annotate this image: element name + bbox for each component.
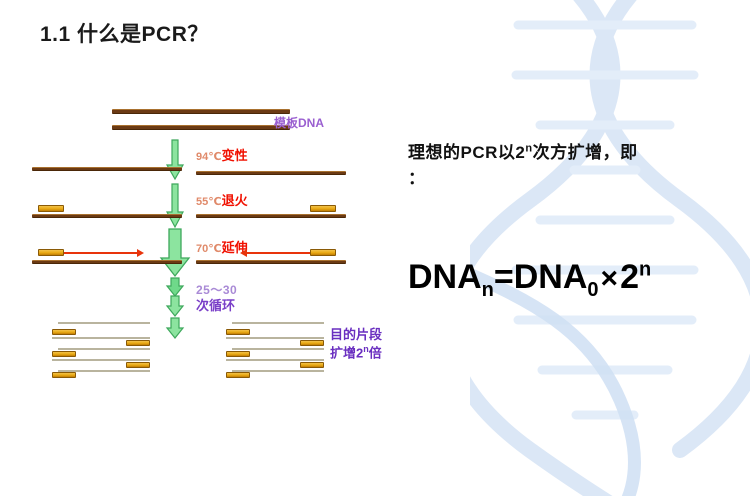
cycle-count-value: 25～30 (196, 283, 238, 297)
product-strand (232, 322, 324, 324)
product-strand (226, 337, 324, 339)
cycle-arrow-repeat-3-icon (165, 317, 185, 339)
cycle-count-word: 次循环 (196, 298, 236, 314)
formula-rhs: DNA (513, 258, 588, 296)
product-strand (52, 359, 150, 361)
step-temp-anneal: 55℃ (196, 196, 222, 208)
pcr-cycle-diagram: 模板DNA 94℃变性 55℃退火 70℃延伸 (0, 95, 400, 385)
formula-exponent: n (639, 258, 652, 281)
formula-equals: = (493, 258, 514, 296)
explanation-text: 理想的PCR以2n次方扩增，即 ： (408, 140, 738, 193)
product-label-line1: 目的片段 (330, 327, 383, 342)
product-strand (226, 359, 324, 361)
cycle-arrow-repeat-1-icon (165, 277, 185, 297)
product-strand (58, 322, 150, 324)
product-strand (58, 370, 150, 372)
extension-arrow-right-to-left (240, 249, 310, 257)
product-strand (232, 348, 324, 350)
product-amplification-label: 目的片段 扩增2n倍 (330, 327, 382, 362)
template-strand-top (112, 109, 290, 114)
step-label-denature: 94℃变性 (196, 145, 248, 165)
template-strand-bottom (112, 125, 290, 130)
primer-right-anneal (310, 205, 336, 212)
cycle-arrow-anneal-icon (166, 183, 184, 229)
product-primer (52, 351, 76, 357)
page-title: 1.1 什么是PCR？ (40, 23, 209, 46)
formula-lhs-subscript: n (481, 278, 494, 301)
formula-base: 2 (620, 258, 639, 296)
step-temp-denature: 94℃ (196, 151, 222, 163)
explanation-prefix: 理想的PCR以2 (408, 143, 526, 162)
cycle-arrow-repeat-2-icon (165, 295, 185, 317)
dna-double-helix-icon (470, 0, 750, 496)
explanation-suffix: 次方扩增，即 (532, 143, 638, 162)
product-primer (226, 329, 250, 335)
step-temp-extend: 70℃ (196, 243, 222, 255)
formula-times-sign: × (600, 262, 619, 295)
primer-left-anneal (38, 205, 64, 212)
step-name-denature: 变性 (221, 148, 248, 163)
formula-lhs: DNA (408, 258, 482, 296)
product-label-line2: 扩增2n倍 (330, 343, 382, 361)
product-primer (52, 372, 76, 378)
extended-strand-right (196, 260, 346, 264)
denatured-strand-right (196, 171, 346, 175)
annealed-strand-right (196, 214, 346, 218)
product-strand (58, 348, 150, 350)
explanation-exponent: n (525, 142, 533, 155)
product-primer (226, 372, 250, 378)
step-name-anneal: 退火 (221, 193, 248, 208)
pcr-formula: DNAn=DNA0×2n (408, 258, 651, 302)
template-dna-label: 模板DNA (274, 116, 324, 130)
denatured-strand-left (32, 167, 182, 171)
product-strand (52, 337, 150, 339)
product-strand (232, 370, 324, 372)
extended-strand-left (32, 260, 182, 264)
annealed-strand-left (32, 214, 182, 218)
primer-left-extend (38, 249, 64, 256)
product-primer (52, 329, 76, 335)
product-primer (300, 340, 324, 346)
product-primer (226, 351, 250, 357)
cycle-arrow-denature-icon (165, 139, 185, 181)
extension-arrow-left-to-right (64, 249, 144, 257)
cycle-count-label: 25～30 次循环 (196, 281, 237, 314)
formula-rhs-subscript: 0 (587, 278, 599, 301)
step-label-anneal: 55℃退火 (196, 190, 248, 210)
product-primer (300, 362, 324, 368)
primer-right-extend (310, 249, 336, 256)
product-primer (126, 340, 150, 346)
cycle-arrow-extend-icon (159, 228, 191, 278)
product-primer (126, 362, 150, 368)
explanation-colon: ： (408, 169, 426, 189)
